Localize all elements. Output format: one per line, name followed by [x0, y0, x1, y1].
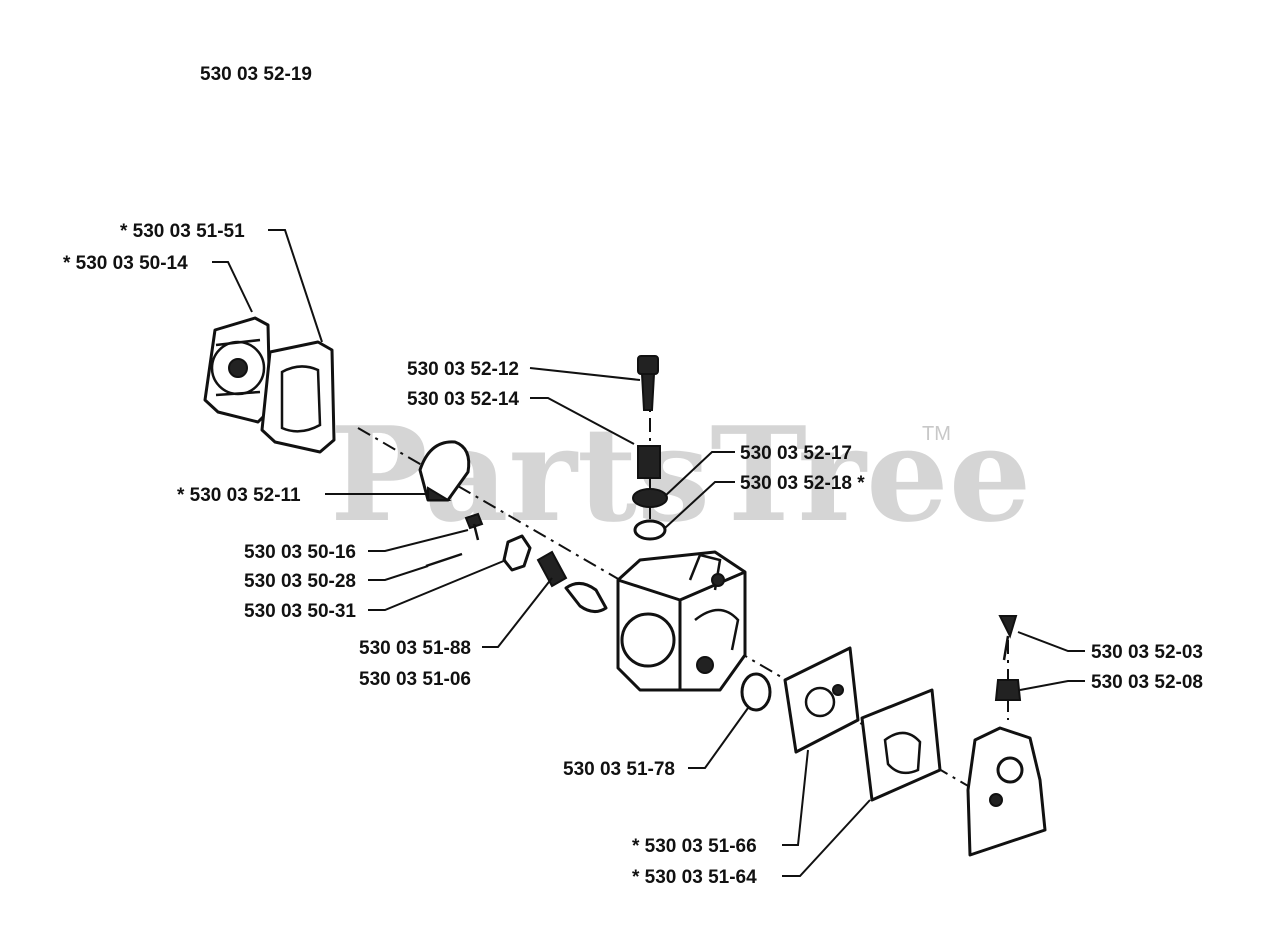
leader-51-64 [782, 799, 871, 877]
leader-52-08 [1019, 680, 1085, 691]
label-530-03-51-06: 530 03 51-06 [359, 669, 471, 690]
leader-51-51 [268, 229, 323, 343]
leader-52-17 [664, 451, 735, 497]
pump-cover-part [203, 316, 272, 424]
label-530-03-52-14: 530 03 52-14 [407, 389, 519, 410]
label-530-03-50-28: 530 03 50-28 [244, 571, 356, 592]
label-530-03-52-03: 530 03 52-03 [1091, 642, 1203, 663]
label-530-03-52-17: 530 03 52-17 [740, 443, 852, 464]
leader-50-14 [212, 261, 253, 313]
metering-diaphragm-part [783, 646, 860, 754]
leader-50-31 [368, 559, 507, 611]
label-530-03-50-14: * 530 03 50-14 [63, 253, 188, 274]
leader-52-12 [529, 367, 641, 381]
screw-part [464, 512, 484, 541]
leader-50-28 [368, 565, 429, 581]
leader-51-88 [482, 577, 553, 648]
main-axis-line [357, 427, 621, 581]
carburetor-body-part [616, 550, 747, 692]
label-530-03-51-66: * 530 03 51-66 [632, 836, 757, 857]
metering-cover-part [966, 726, 1047, 857]
leader-52-03 [1017, 631, 1085, 652]
label-530-03-50-31: 530 03 50-31 [244, 601, 356, 622]
leader-51-78 [688, 707, 749, 769]
leader-50-16 [368, 529, 469, 552]
label-530-03-51-64: * 530 03 51-64 [632, 867, 757, 888]
label-530-03-52-12: 530 03 52-12 [407, 359, 519, 380]
needle-part [564, 582, 608, 613]
label-530-03-50-16: 530 03 50-16 [244, 542, 356, 563]
label-530-03-51-88: 530 03 51-88 [359, 638, 471, 659]
leader-lines [212, 229, 1085, 877]
spring-part [536, 550, 568, 588]
part-labels: * 530 03 51-51 * 530 03 50-14 530 03 52-… [63, 221, 1203, 888]
lever-part [502, 534, 532, 572]
washer-part [632, 488, 668, 508]
pin-part [425, 552, 463, 568]
adjusting-screw-part [637, 355, 659, 411]
inlet-spring-part [994, 679, 1022, 701]
choke-shutter-part [418, 440, 471, 502]
label-530-03-51-78: 530 03 51-78 [563, 759, 675, 780]
label-530-03-51-51: * 530 03 51-51 [120, 221, 245, 242]
assembly-number: 530 03 52-19 [200, 64, 312, 85]
plug-part [740, 672, 772, 712]
leader-52-14 [530, 397, 635, 445]
o-ring-part [633, 519, 667, 541]
leader-52-18 [664, 481, 735, 529]
label-530-03-52-08: 530 03 52-08 [1091, 672, 1203, 693]
leader-51-66 [782, 749, 809, 846]
label-530-03-52-11: * 530 03 52-11 [177, 485, 301, 506]
metering-gasket-part [860, 688, 942, 802]
inlet-needle-part [998, 615, 1018, 661]
spring-upper-part [637, 445, 661, 479]
label-530-03-52-18: 530 03 52-18 * [740, 473, 865, 494]
pump-gasket-part [260, 340, 336, 454]
watermark-tm: TM [922, 423, 951, 445]
